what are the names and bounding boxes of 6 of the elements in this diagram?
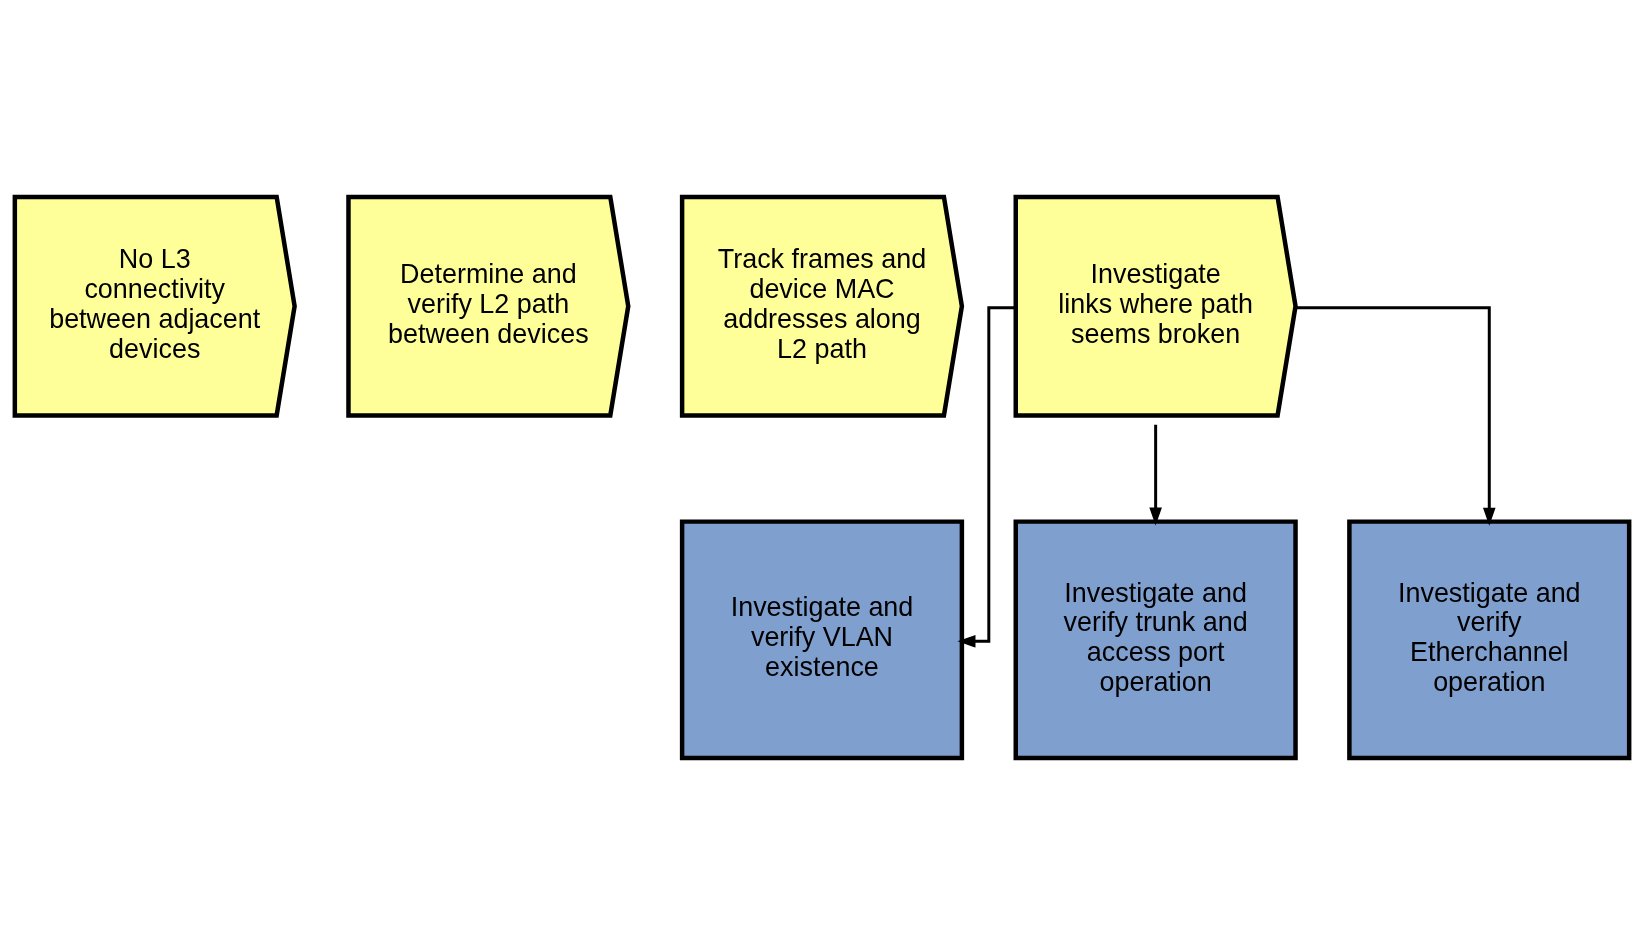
node-box: Investigate and verify trunk and access port operation: [1013, 519, 1298, 761]
arrow: [957, 306, 1016, 648]
node-box: Investigate and verify Etherchannel operation: [1347, 519, 1632, 761]
arrow: [1295, 306, 1496, 526]
node-box: Investigate and verify VLAN existence: [679, 519, 965, 761]
arrow: [1149, 424, 1162, 526]
